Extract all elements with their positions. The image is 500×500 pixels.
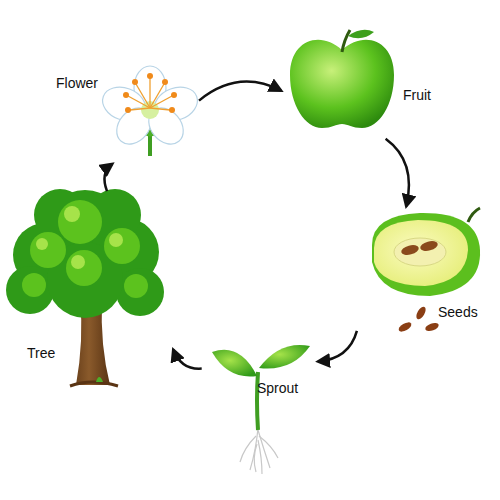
- sprout-drawing: [212, 345, 310, 474]
- stage-label: Fruit: [403, 87, 431, 103]
- stage-label: Flower: [56, 75, 98, 91]
- cycle-arrow: [386, 139, 409, 206]
- life-stage: Flower: [50, 60, 195, 160]
- stage-label: Seeds: [438, 304, 478, 320]
- life-stage: Tree: [5, 195, 170, 390]
- flower-drawing: [98, 66, 202, 156]
- cycle-arrow: [199, 82, 281, 101]
- seeds-drawing: [397, 305, 440, 333]
- cycle-arrow: [173, 350, 201, 369]
- half-apple-drawing: [372, 208, 480, 296]
- apple-drawing: [290, 30, 394, 128]
- cycle-arrow: [318, 331, 357, 362]
- stage-label: Sprout: [257, 380, 298, 396]
- stage-label: Tree: [27, 345, 55, 361]
- tree-drawing: [6, 189, 164, 386]
- life-stage: Sprout: [205, 340, 315, 475]
- cycle-arrow: [104, 164, 112, 191]
- life-stage: Seeds: [360, 210, 495, 340]
- life-stage: Fruit: [285, 25, 450, 135]
